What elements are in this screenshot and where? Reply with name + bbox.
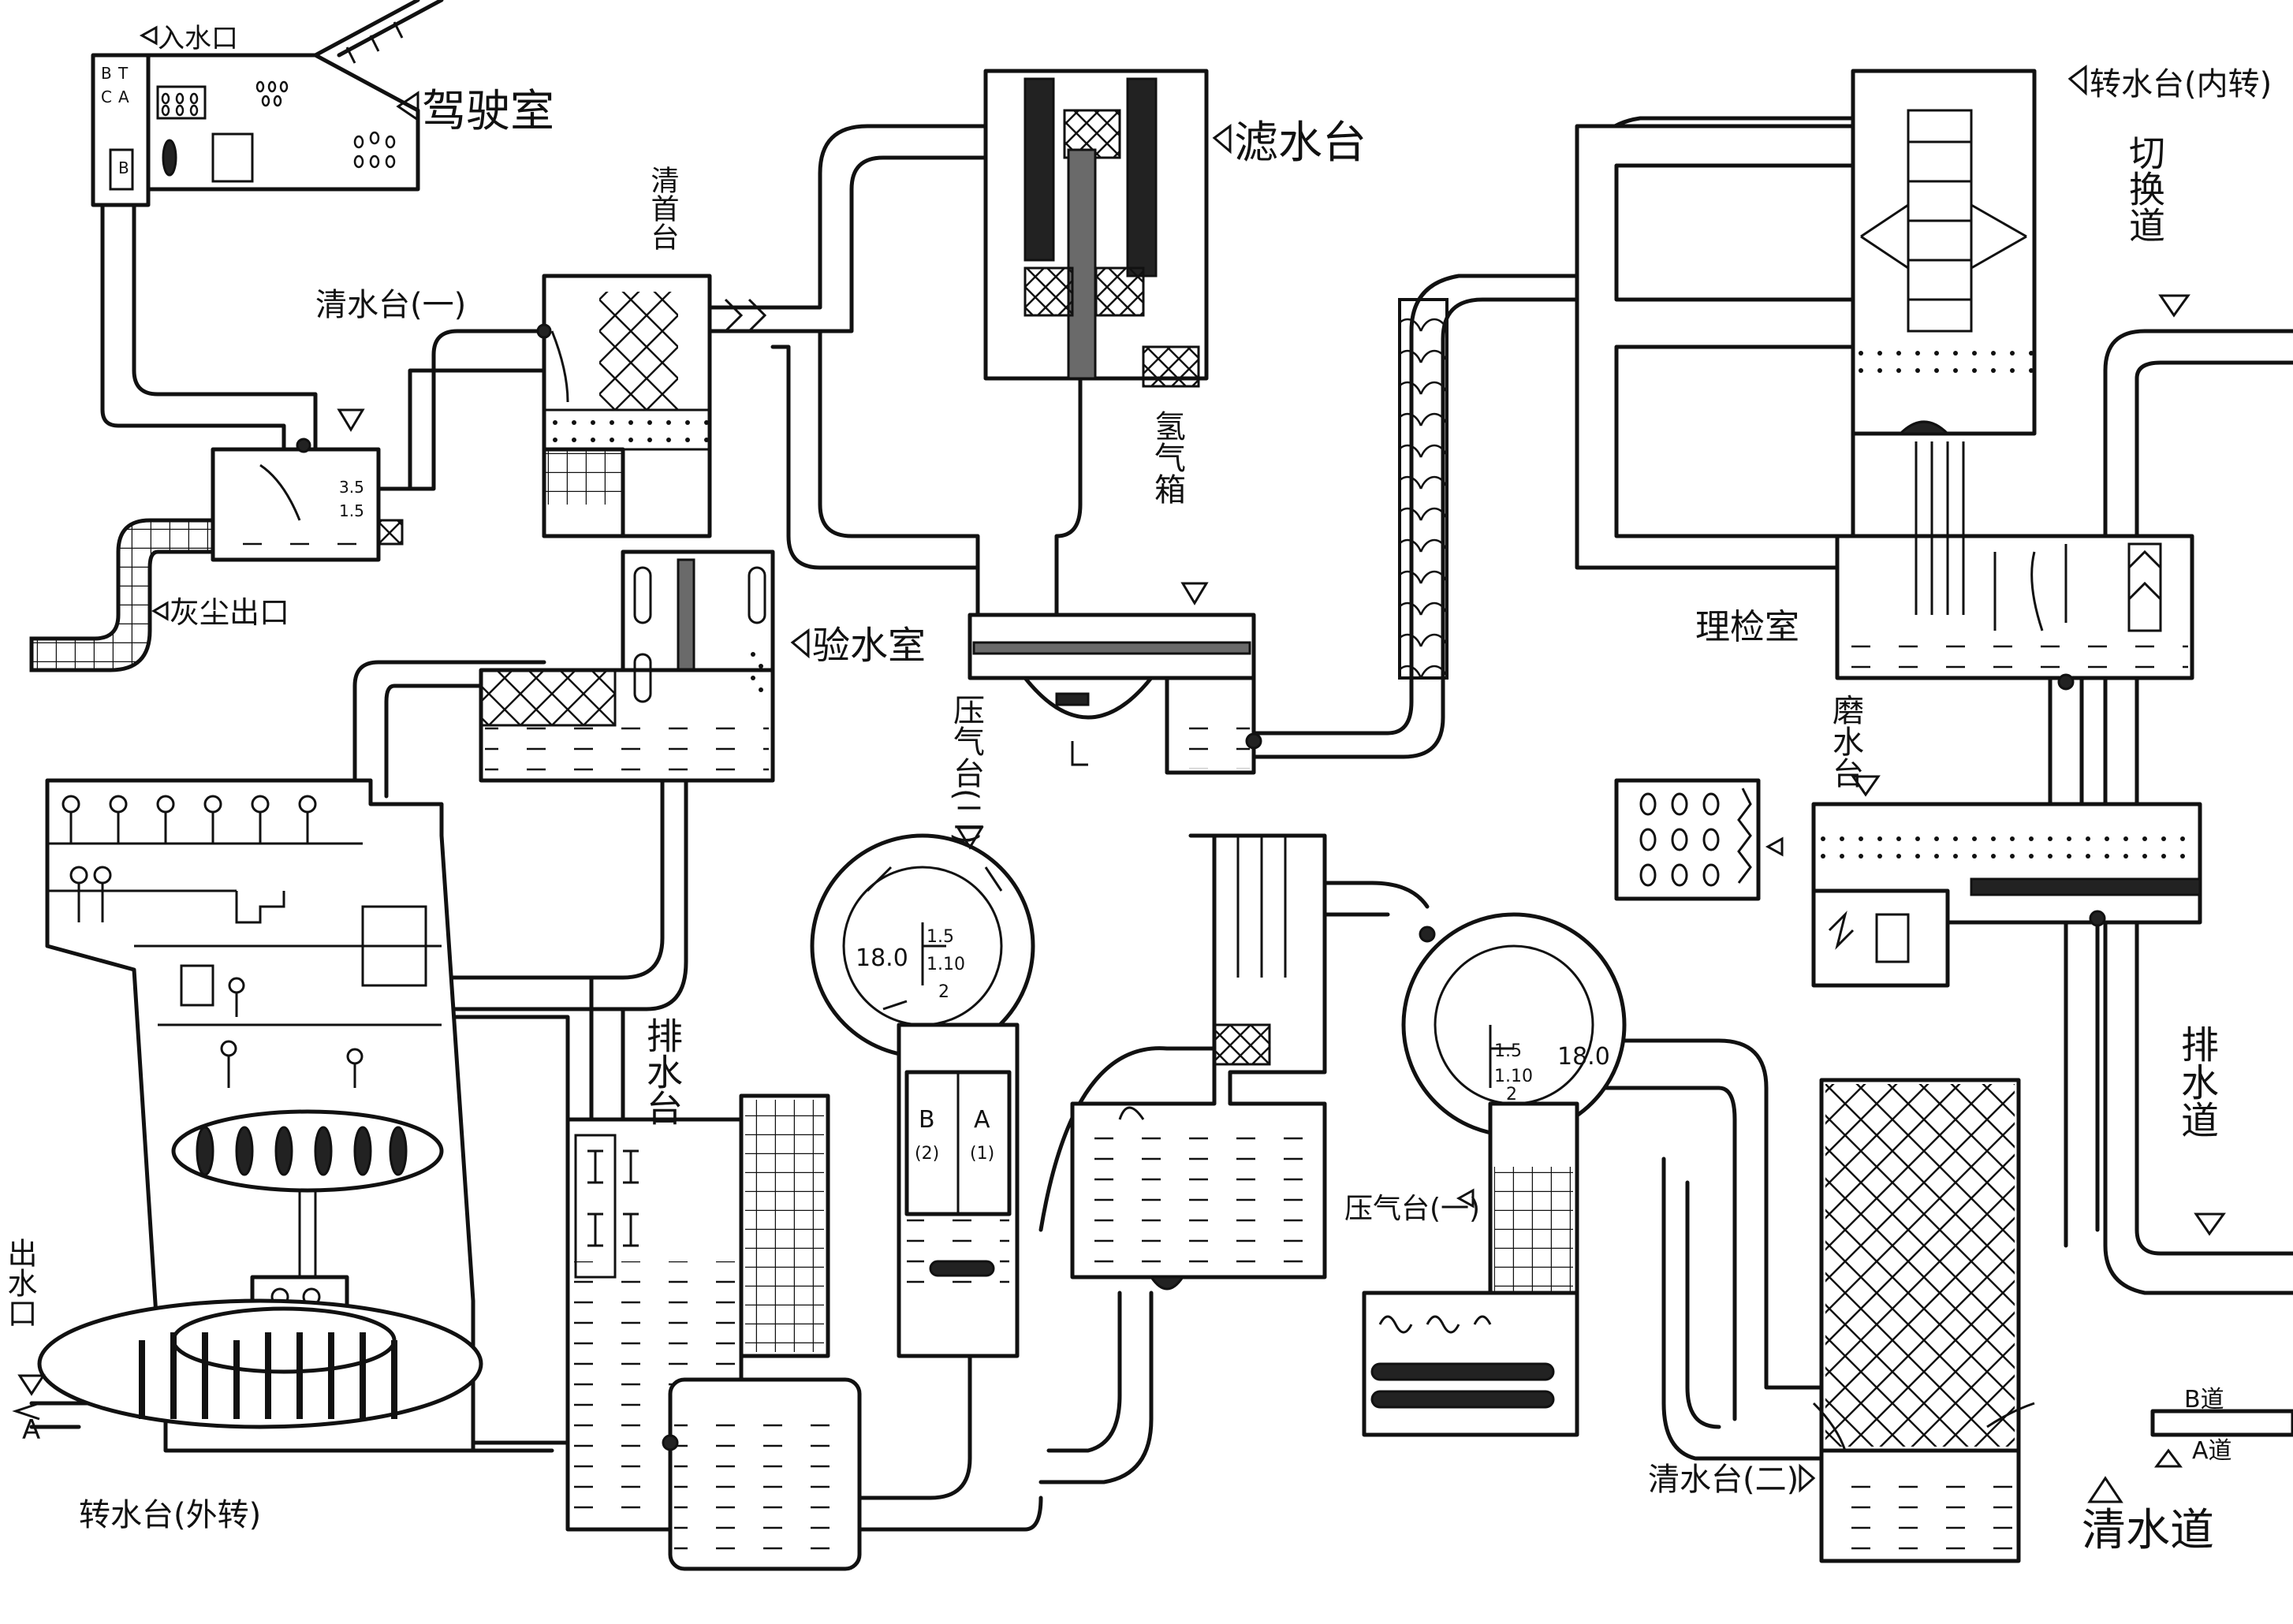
hydrogen-collector [968,613,1256,775]
svg-text:A: A [118,88,129,106]
tank-labels: B (2) A (1) [915,1106,994,1164]
treat-room [1835,441,2194,680]
a-way-label: A道 [2192,1437,2232,1465]
transfer-outer-label: 转水台(外转) [79,1497,261,1533]
b-a-way: B道 A道 [2150,1386,2293,1468]
svg-text:(2): (2) [915,1144,939,1164]
treat-room-label: 理检室 [1695,607,1799,647]
switch-marker-icon [2158,294,2190,318]
outlet-label: 出水口 [2,1238,37,1328]
inlet-marker-icon [139,25,158,46]
svg-text:18.0: 18.0 [856,944,908,972]
ash-outlet-pipe [29,518,215,672]
clean2-unit [1812,1078,2035,1563]
clean-way-label: 清水道 [2082,1505,2214,1556]
svg-text:1.10: 1.10 [1494,1067,1533,1086]
drain-stage-label: 排水台 [641,1017,684,1126]
svg-text:(1): (1) [970,1144,994,1164]
inlet-label: 入水口 [158,23,238,54]
filter-label: 滤水台 [1234,117,1366,169]
test-room-label: 验水室 [812,624,926,668]
svg-text:3.5: 3.5 [339,478,364,497]
svg-text:1.10: 1.10 [927,955,965,974]
drain-way-marker-icon [2194,1212,2226,1236]
svg-text:18.0: 18.0 [1557,1043,1610,1071]
clean1-label: 清水台(一) [315,287,466,323]
filter-marker-icon [1212,124,1232,155]
transfer-unit [1575,69,2037,570]
press2-label: 压气台(二) [948,694,984,844]
transfer-inner-label: 转水台(内转) [2090,66,2272,102]
clean2-label: 清水台(二) [1648,1462,1799,1498]
clean1-marker-icon [337,408,365,432]
svg-text:1.5: 1.5 [927,927,954,947]
svg-text:2: 2 [1506,1085,1517,1104]
panel-letters: B T C A B [101,64,129,177]
clean2-marker-icon [1799,1463,1816,1493]
cockpit-marker-icon [396,91,419,122]
svg-text:C: C [101,88,112,106]
svg-text:2: 2 [938,982,949,1002]
b-way-label: B道 [2184,1386,2224,1414]
drain-way-label: 排水道 [2174,1025,2218,1138]
svg-text:B: B [101,64,112,83]
svg-text:T: T [117,64,129,83]
press2-readouts: 18.0 1.5 1.10 2 [856,927,965,1002]
clean-way-marker-icon [2087,1476,2123,1503]
outlet-a-label: A [22,1414,40,1446]
wash-top-unit [542,274,767,538]
transfer-inner-marker-icon [2067,65,2087,96]
switch-label: 切换道 [2123,134,2166,243]
outlet-marker-icon [17,1374,46,1396]
grind-label: 磨水台 [1827,694,1863,788]
ash-outlet-marker-icon [151,601,169,621]
hydrogen-label: 氢气箱 [1149,410,1185,505]
press2-unit: 18.0 1.5 1.10 2 B (2) A (1) [810,833,1035,1358]
svg-text:B: B [919,1106,935,1134]
wavy-pipe [1398,298,1449,680]
ash-outlet-label: 灰尘出口 [170,595,289,630]
wash-top-label: 清首台 [647,166,679,251]
press2-marker-icon [956,826,984,850]
pipe-joints [296,323,2106,1451]
press1-readouts: 18.0 1.5 1.10 2 [1494,1041,1610,1104]
drain-stage [565,1093,862,1571]
grind-marker-icon [1851,775,1881,797]
test-room-marker-icon [790,628,810,659]
middle-tank [1070,833,1327,1291]
svg-text:1.5: 1.5 [1494,1041,1522,1061]
svg-text:B: B [118,158,129,177]
test-room [479,549,775,783]
press1-marker-icon [1456,1188,1475,1209]
press1-unit: 18.0 1.5 1.10 2 [1362,912,1627,1437]
grind-unit [1614,778,2202,988]
svg-text:A: A [974,1106,990,1134]
cockpit-label: 驾驶室 [422,86,554,137]
left-building [12,778,483,1453]
hydrogen-marker-icon [1180,582,1209,605]
filter-unit [983,69,1209,388]
svg-text:1.5: 1.5 [339,501,364,520]
clean1-tank: 3.5 1.5 [211,447,404,562]
cockpit-building: B T C A B [91,0,444,207]
